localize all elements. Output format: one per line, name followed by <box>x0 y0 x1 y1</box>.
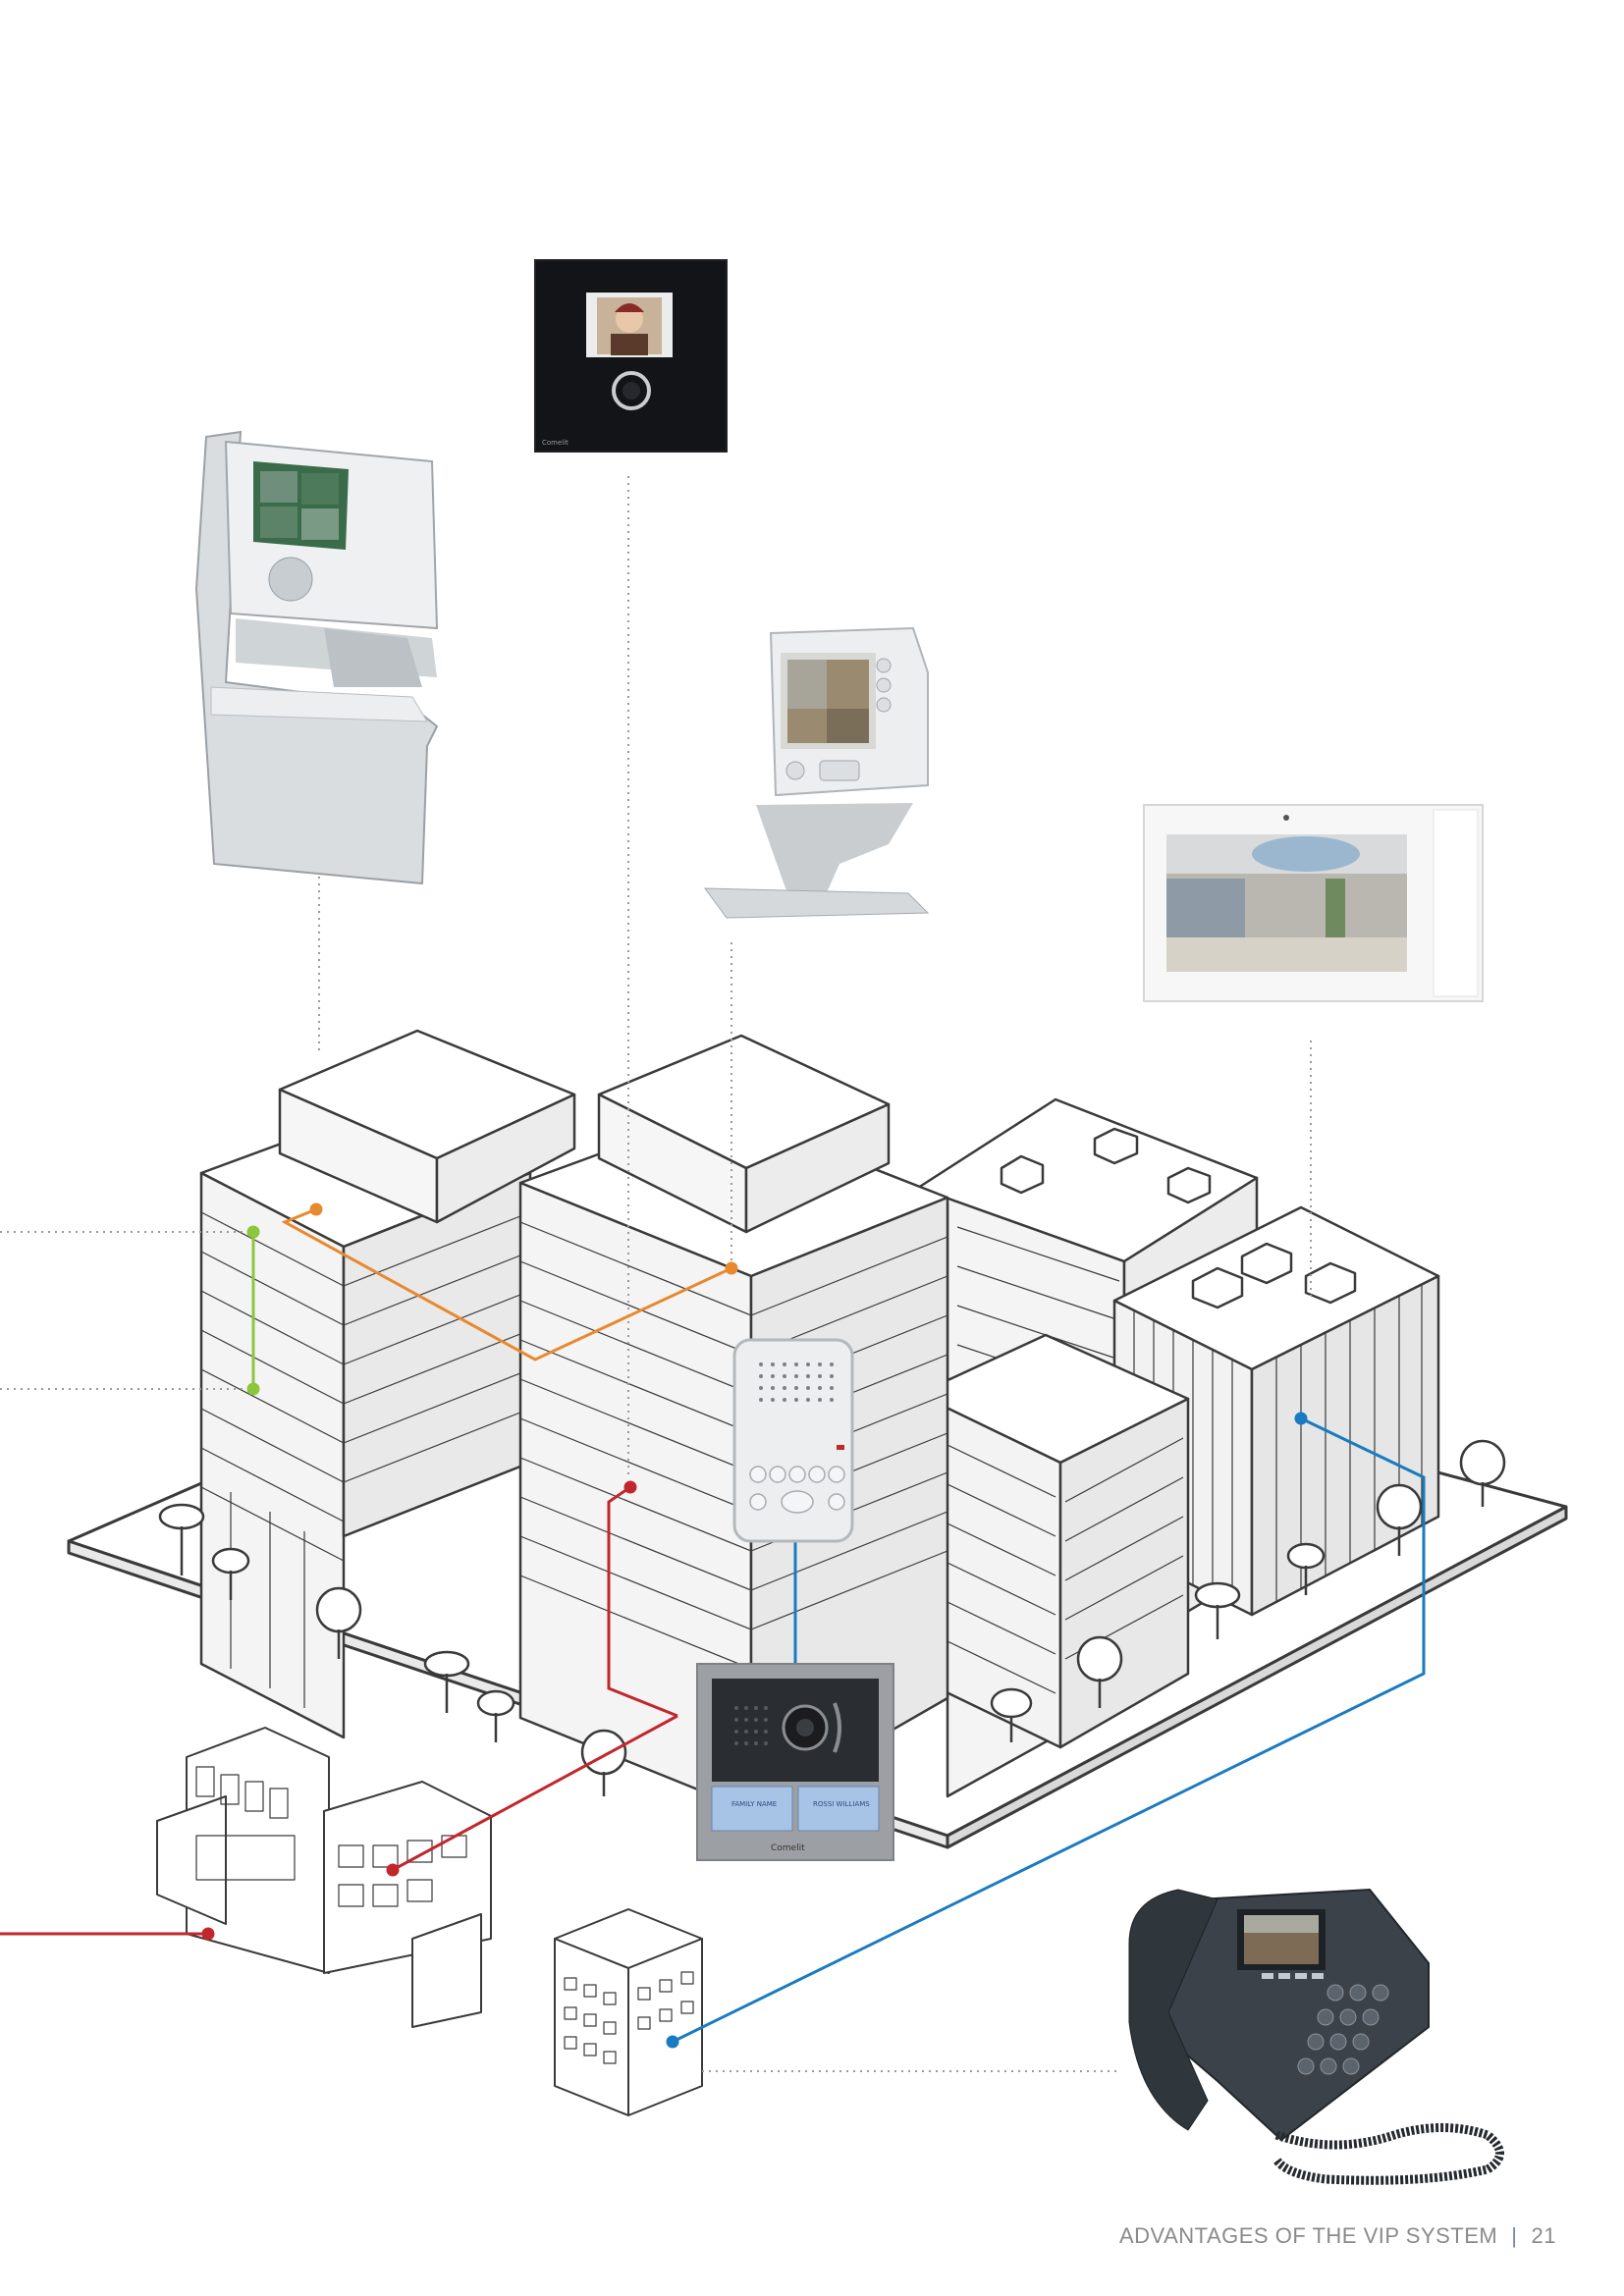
tree <box>211 1547 250 1600</box>
connection-red <box>0 1480 678 1941</box>
brand-logo-small: Comelit <box>542 439 568 447</box>
tree <box>476 1689 515 1742</box>
building-mid-right <box>916 1333 1190 1749</box>
footer-separator: | <box>1511 2223 1518 2248</box>
tree <box>315 1586 362 1659</box>
tree <box>1376 1483 1423 1556</box>
door-entry-panel: FAMILY NAME ROSSI WILLIAMS Comelit <box>696 1663 894 1861</box>
door-panel-label-2: ROSSI WILLIAMS <box>813 1800 870 1808</box>
wide-monitor-device <box>1143 804 1484 1002</box>
tree <box>158 1503 205 1575</box>
tree <box>990 1687 1033 1742</box>
audio-intercom-device <box>732 1338 854 1543</box>
tabletop-monitor-device <box>194 430 439 885</box>
trees <box>158 1439 1506 1796</box>
tree <box>1194 1581 1241 1639</box>
door-panel-label-1: FAMILY NAME <box>731 1800 777 1808</box>
tree <box>1286 1542 1326 1595</box>
connection-orange <box>281 1202 738 1362</box>
desk-monitor-device <box>703 626 930 919</box>
tree <box>1076 1635 1123 1708</box>
footer-section-title: ADVANTAGES OF THE VIP SYSTEM <box>1119 2223 1498 2248</box>
small-office-building <box>554 1908 703 2116</box>
desk-video-phone-device <box>1128 1888 1504 2185</box>
page-number: 21 <box>1531 2223 1556 2248</box>
tree <box>1459 1439 1506 1507</box>
townhouse <box>156 1727 492 2028</box>
page-footer: ADVANTAGES OF THE VIP SYSTEM | 21 <box>1119 2223 1555 2253</box>
building-left <box>199 1029 576 1739</box>
tree <box>423 1650 470 1713</box>
glass-monitor-device: Comelit <box>534 259 728 453</box>
dotted-leader-lines <box>0 476 1312 2072</box>
connection-green <box>246 1225 260 1396</box>
door-panel-brand: Comelit <box>771 1843 805 1853</box>
